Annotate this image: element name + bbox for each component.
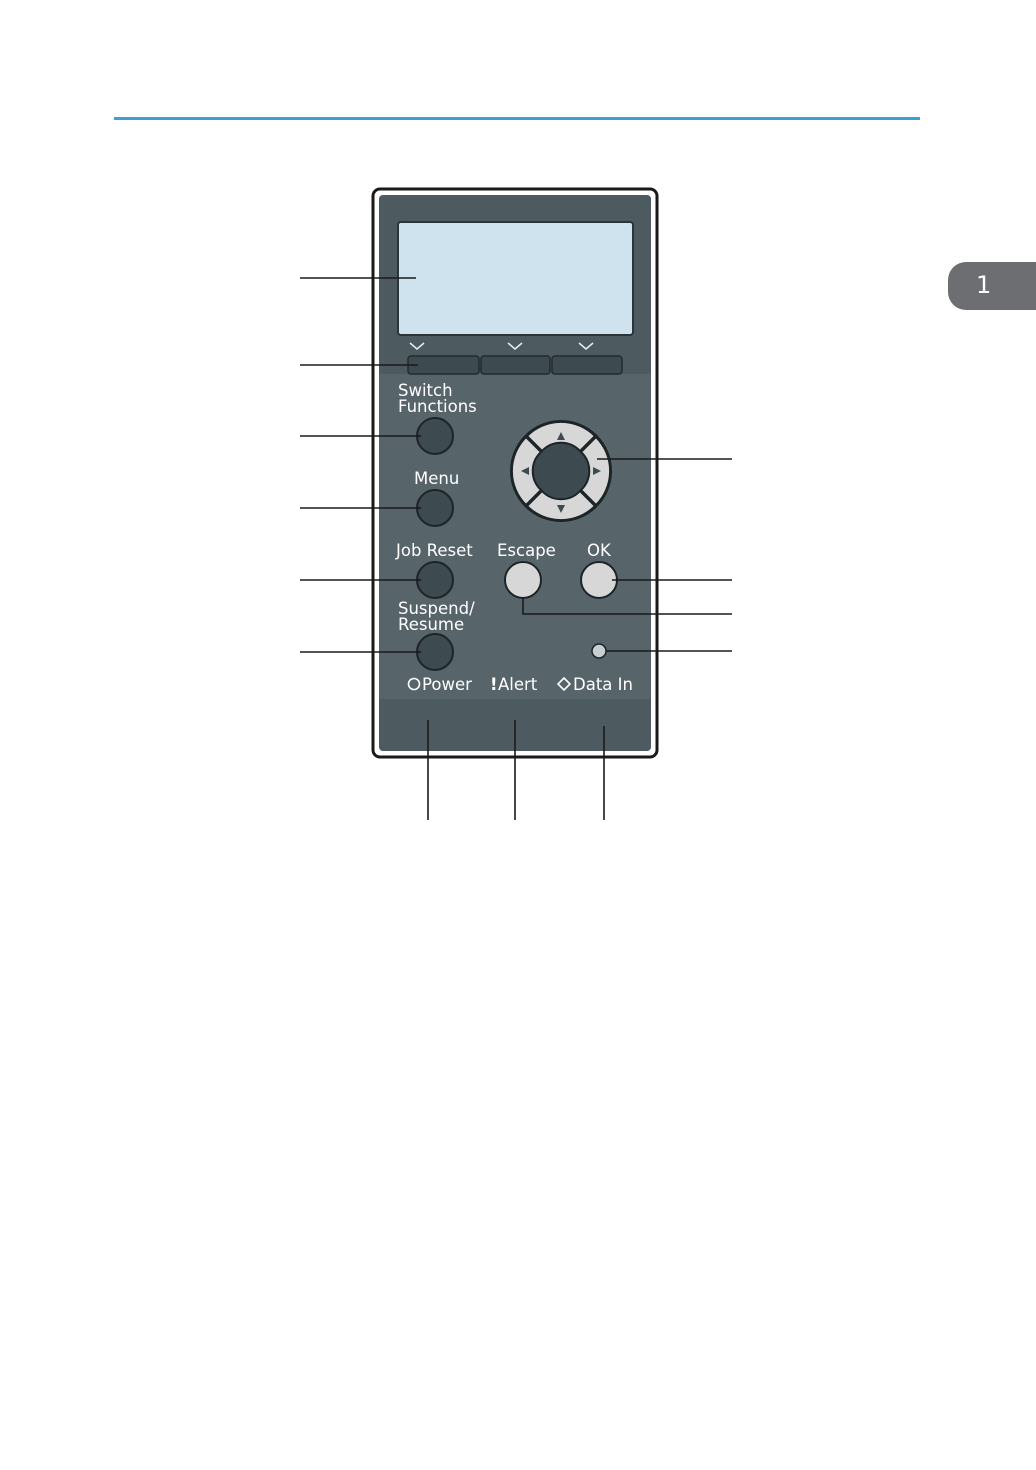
escape-label: Escape (497, 541, 556, 560)
job-reset-label: Job Reset (395, 541, 473, 560)
suspend-resume-button[interactable] (417, 634, 453, 670)
escape-button[interactable] (505, 562, 541, 598)
menu-button[interactable] (417, 490, 453, 526)
ok-label: OK (587, 541, 612, 560)
job-reset-button[interactable] (417, 562, 453, 598)
lcd-display (398, 222, 633, 335)
selection-key-center[interactable] (481, 356, 550, 374)
switch-functions-label-line2: Functions (398, 397, 477, 416)
menu-label: Menu (414, 469, 459, 488)
data-in-label: Data In (573, 675, 633, 694)
exclamation-icon: ! (490, 675, 498, 694)
ok-button[interactable] (581, 562, 617, 598)
suspend-resume-label-line2: Resume (398, 615, 464, 634)
switch-functions-button[interactable] (417, 418, 453, 454)
alert-label: Alert (498, 675, 538, 694)
selection-key-right[interactable] (552, 356, 622, 374)
alert-indicator-label: ! Alert (490, 675, 538, 694)
scroll-keys (511, 421, 611, 521)
data-in-indicator-lamp (592, 644, 606, 658)
selection-key-left[interactable] (408, 356, 479, 374)
power-label: Power (422, 675, 472, 694)
